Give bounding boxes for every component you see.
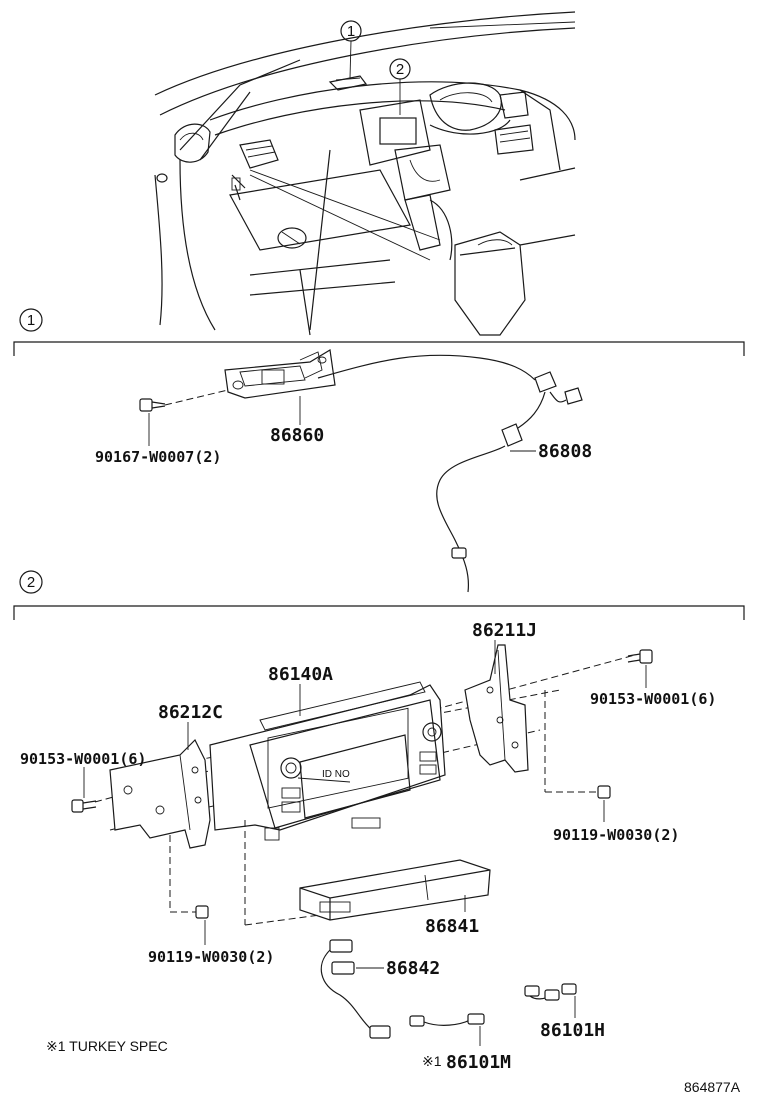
diagram-code: 864877A [684,1079,741,1095]
part-86212C-bracket [109,738,211,849]
screw-90153-right-icon [627,649,653,664]
label-86860: 86860 [270,425,324,446]
dashboard-overview-illustration [154,11,576,336]
part-86211J-bracket [464,644,529,773]
label-86211J: 86211J [472,620,537,641]
section-1-bracket [13,341,745,356]
screw-90167-icon [139,389,229,412]
part-86860-module [224,349,336,399]
id-no-label: ID NO [322,769,350,780]
label-86101M: 86101M [446,1052,511,1073]
label-86101M-mark: ※1 [422,1053,442,1069]
part-86101M-harness [409,1013,485,1027]
part-86101H-harness [524,983,577,1001]
footnote-turkey-spec: ※1 TURKEY SPEC [46,1038,168,1054]
screw-90153-left-icon [71,799,97,813]
label-90119-right: 90119-W0030(2) [553,826,679,844]
label-90167: 90167-W0007(2) [95,448,221,466]
label-86101H: 86101H [540,1020,605,1041]
label-90153-right: 90153-W0001(6) [590,690,716,708]
label-90119-left: 90119-W0030(2) [148,948,274,966]
section-2-bracket [13,605,745,620]
section-2-badge [19,570,43,594]
part-86140A-head-unit [209,681,446,841]
label-86212C: 86212C [158,702,223,723]
part-86808-cable [317,354,583,593]
callout-2-top: 2 [389,58,411,115]
svg-text:2: 2 [27,574,35,591]
label-86842: 86842 [386,958,440,979]
label-86808: 86808 [538,441,592,462]
svg-text:2: 2 [396,61,404,78]
section-2: 2 86212C 90153-W0001(6) [13,570,745,1073]
section-1: 1 90167-W0007(2) 86860 [13,308,745,593]
callout-1-top: 1 [340,20,362,79]
bolt-90119-left-icon [169,835,209,919]
section-1-badge [19,308,43,332]
label-86841: 86841 [425,916,479,937]
svg-text:1: 1 [347,23,355,40]
label-86140A: 86140A [268,664,333,685]
label-90153-left: 90153-W0001(6) [20,750,146,768]
part-86841-box [244,820,491,926]
svg-text:1: 1 [27,312,35,329]
part-86842-harness [320,939,391,1039]
bolt-90119-right-icon [544,690,611,799]
